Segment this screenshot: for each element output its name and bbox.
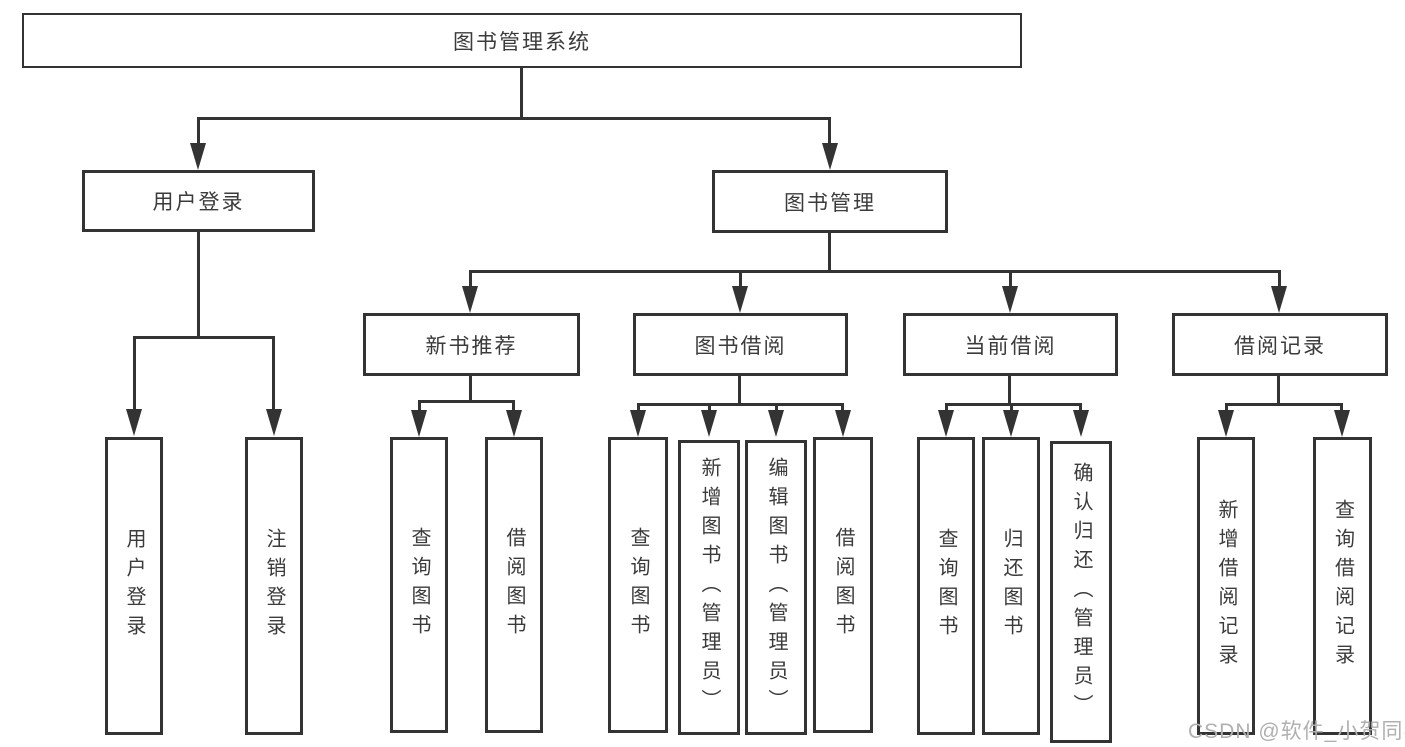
connector bbox=[1225, 403, 1343, 406]
connector bbox=[739, 270, 742, 288]
connector bbox=[637, 403, 844, 406]
connector bbox=[945, 403, 948, 412]
arrow-down-icon bbox=[190, 143, 206, 170]
connector bbox=[637, 403, 640, 412]
node-label: 查询图书 bbox=[408, 527, 430, 643]
node-label: 确认归还（管理员） bbox=[1070, 461, 1092, 723]
arrow-down-icon bbox=[732, 286, 748, 313]
node-label: 查询图书 bbox=[627, 527, 649, 643]
node-logout: 注销登录 bbox=[245, 437, 303, 735]
arrow-down-icon bbox=[1334, 410, 1350, 437]
node-label: 查询借阅记录 bbox=[1331, 499, 1354, 673]
node-label: 归还图书 bbox=[1000, 528, 1022, 644]
arrow-down-icon bbox=[1003, 410, 1019, 437]
arrow-down-icon bbox=[1271, 286, 1287, 313]
node-user-login-action: 用户登录 bbox=[105, 437, 163, 735]
node-current-borrowing: 当前借阅 bbox=[903, 313, 1118, 376]
arrow-down-icon bbox=[462, 286, 478, 313]
connector bbox=[828, 233, 831, 270]
node-label: 编辑图书（管理员） bbox=[765, 457, 787, 718]
arrow-down-icon bbox=[768, 410, 784, 437]
node-label: 新书推荐 bbox=[425, 334, 518, 358]
connector bbox=[418, 400, 421, 412]
node-return-books: 归还图书 bbox=[982, 437, 1040, 735]
connector bbox=[520, 68, 523, 117]
node-label: 图书管理系统 bbox=[453, 30, 591, 54]
node-label: 查询图书 bbox=[935, 528, 957, 644]
connector bbox=[469, 270, 472, 288]
connector bbox=[1278, 270, 1281, 288]
arrow-down-icon bbox=[701, 410, 717, 437]
node-label: 借阅图书 bbox=[503, 527, 525, 643]
watermark: CSDN @软件_小贺同学 bbox=[1188, 720, 1405, 743]
arrow-down-icon bbox=[126, 409, 142, 436]
connector bbox=[469, 270, 1281, 273]
node-borrowing-records: 借阅记录 bbox=[1172, 313, 1388, 376]
arrow-down-icon bbox=[411, 410, 427, 437]
connector bbox=[708, 403, 711, 412]
connector bbox=[738, 376, 741, 403]
arrow-down-icon bbox=[1218, 410, 1234, 437]
arrow-down-icon bbox=[630, 410, 646, 437]
node-book-management: 图书管理 bbox=[712, 170, 948, 233]
node-borrow-books: 借阅图书 bbox=[813, 437, 873, 733]
arrow-down-icon bbox=[822, 143, 838, 170]
connector bbox=[418, 400, 515, 403]
connector bbox=[197, 117, 200, 145]
connector bbox=[197, 232, 200, 336]
connector bbox=[469, 376, 472, 400]
node-borrow-books: 借阅图书 bbox=[485, 437, 543, 733]
connector bbox=[1277, 376, 1280, 403]
arrow-down-icon bbox=[835, 410, 851, 437]
node-add-borrow-record: 新增借阅记录 bbox=[1197, 437, 1255, 735]
node-new-book-recommendation: 新书推荐 bbox=[363, 313, 580, 376]
connector bbox=[945, 403, 1082, 406]
node-label: 当前借阅 bbox=[964, 334, 1057, 358]
node-label: 借阅图书 bbox=[832, 527, 854, 643]
connector bbox=[133, 336, 275, 339]
connector bbox=[272, 336, 275, 411]
node-label: 新增图书（管理员） bbox=[698, 457, 720, 718]
connector bbox=[828, 117, 831, 145]
node-confirm-return-admin: 确认归还（管理员） bbox=[1050, 441, 1112, 743]
node-search-books: 查询图书 bbox=[390, 437, 448, 733]
node-search-books: 查询图书 bbox=[608, 437, 668, 733]
node-label: 新增借阅记录 bbox=[1215, 499, 1237, 673]
node-search-borrow-record: 查询借阅记录 bbox=[1313, 437, 1372, 735]
connector bbox=[1340, 403, 1343, 412]
connector bbox=[775, 403, 778, 412]
connector bbox=[1008, 376, 1011, 403]
node-label: 注销登录 bbox=[263, 528, 285, 644]
arrow-down-icon bbox=[506, 410, 522, 437]
node-user-login: 用户登录 bbox=[82, 170, 315, 232]
arrow-down-icon bbox=[266, 409, 282, 436]
connector bbox=[841, 403, 844, 412]
connector bbox=[133, 336, 136, 411]
arrow-down-icon bbox=[1002, 286, 1018, 313]
node-label: 图书借阅 bbox=[694, 334, 787, 358]
node-label: 用户登录 bbox=[123, 528, 145, 644]
node-library-system: 图书管理系统 bbox=[22, 13, 1022, 68]
connector bbox=[512, 400, 515, 412]
node-label: 用户登录 bbox=[152, 191, 245, 214]
arrow-down-icon bbox=[938, 410, 954, 437]
connector bbox=[1079, 403, 1082, 412]
node-label: 借阅记录 bbox=[1234, 334, 1326, 358]
node-label: 图书管理 bbox=[784, 191, 876, 215]
node-edit-book-admin: 编辑图书（管理员） bbox=[745, 440, 807, 735]
arrow-down-icon bbox=[1073, 410, 1089, 437]
node-add-book-admin: 新增图书（管理员） bbox=[678, 440, 740, 735]
connector bbox=[1009, 270, 1012, 288]
node-search-books: 查询图书 bbox=[917, 437, 975, 735]
connector bbox=[1010, 403, 1013, 412]
connector bbox=[197, 117, 831, 120]
node-book-borrowing: 图书借阅 bbox=[633, 313, 848, 376]
connector bbox=[1225, 403, 1228, 412]
